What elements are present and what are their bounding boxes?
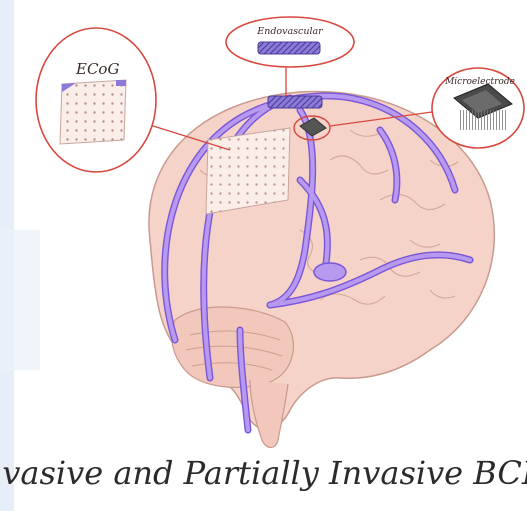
endovascular-callout	[226, 17, 354, 67]
ecog-callout	[36, 28, 156, 172]
diagram-title: Invasive and Partially Invasive BCIs	[0, 454, 527, 492]
brain-stem	[250, 380, 288, 448]
background-patch	[0, 230, 40, 370]
cerebellum	[172, 307, 294, 387]
endovascular-label: Endovascular	[256, 26, 324, 37]
ecog-grid-on-brain	[206, 128, 290, 214]
ecog-label: ECoG	[75, 60, 119, 78]
endovascular-stent	[268, 96, 322, 108]
microelectrode-label: Microelectrode	[444, 77, 515, 87]
